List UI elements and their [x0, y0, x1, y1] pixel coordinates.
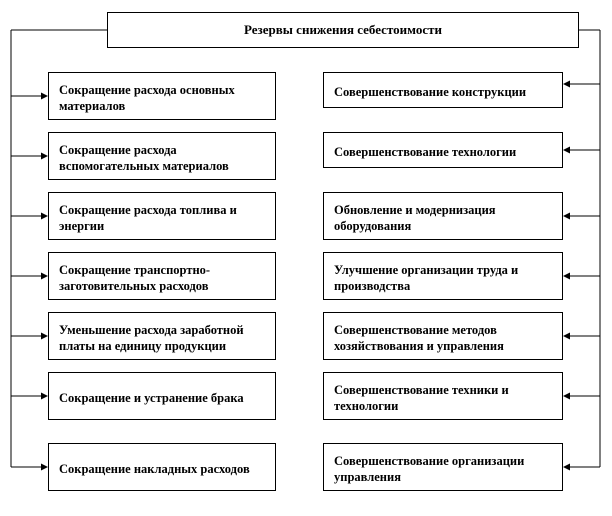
left-box-6: Сокращение и устранение брака [48, 372, 276, 420]
right-arrow-6 [563, 392, 570, 400]
left-box-4: Сокращение транспортно-заготовительных р… [48, 252, 276, 300]
right-arrow-2 [563, 146, 570, 154]
left-box-6-text: Сокращение и устранение брака [59, 391, 244, 405]
left-box-1: Сокращение расхода основных материалов [48, 72, 276, 120]
left-box-3-text: Сокращение расхода топлива и энергии [59, 203, 237, 233]
right-arrow-1 [563, 80, 570, 88]
left-box-7-text: Сокращение накладных расходов [59, 462, 250, 476]
right-box-3-text: Обновление и модернизация оборудования [334, 203, 496, 233]
right-box-6: Совершенствование техники и технологии [323, 372, 563, 420]
left-arrow-5 [41, 332, 48, 340]
right-box-3: Обновление и модернизация оборудования [323, 192, 563, 240]
left-box-4-text: Сокращение транспортно-заготовительных р… [59, 263, 211, 293]
left-box-1-text: Сокращение расхода основных материалов [59, 83, 235, 113]
right-box-5: Совершенствование методов хозяйствования… [323, 312, 563, 360]
left-box-3: Сокращение расхода топлива и энергии [48, 192, 276, 240]
left-arrow-2 [41, 152, 48, 160]
right-box-4-text: Улучшение организации труда и производст… [334, 263, 519, 293]
right-arrow-5 [563, 332, 570, 340]
right-arrow-7 [563, 463, 570, 471]
right-arrow-3 [563, 212, 570, 220]
right-box-2: Совершенствование технологии [323, 132, 563, 168]
left-box-7: Сокращение накладных расходов [48, 443, 276, 491]
diagram-title-text: Резервы снижения себестоимости [244, 22, 442, 37]
right-arrow-4 [563, 272, 570, 280]
right-box-5-text: Совершенствование методов хозяйствования… [334, 323, 504, 353]
right-box-4: Улучшение организации труда и производст… [323, 252, 563, 300]
right-box-7: Совершенствование организации управления [323, 443, 563, 491]
right-box-1: Совершенствование конструкции [323, 72, 563, 108]
left-box-2: Сокращение расхода вспомогательных матер… [48, 132, 276, 180]
right-box-6-text: Совершенствование техники и технологии [334, 383, 509, 413]
left-box-5-text: Уменьшение расхода заработной платы на е… [59, 323, 244, 353]
left-arrow-1 [41, 92, 48, 100]
left-arrow-7 [41, 463, 48, 471]
right-box-2-text: Совершенствование технологии [334, 145, 517, 159]
left-arrow-4 [41, 272, 48, 280]
left-box-5: Уменьшение расхода заработной платы на е… [48, 312, 276, 360]
left-arrow-6 [41, 392, 48, 400]
right-box-1-text: Совершенствование конструкции [334, 85, 527, 99]
left-arrow-3 [41, 212, 48, 220]
diagram-title: Резервы снижения себестоимости [107, 12, 579, 48]
left-box-2-text: Сокращение расхода вспомогательных матер… [59, 143, 229, 173]
right-box-7-text: Совершенствование организации управления [334, 454, 525, 484]
